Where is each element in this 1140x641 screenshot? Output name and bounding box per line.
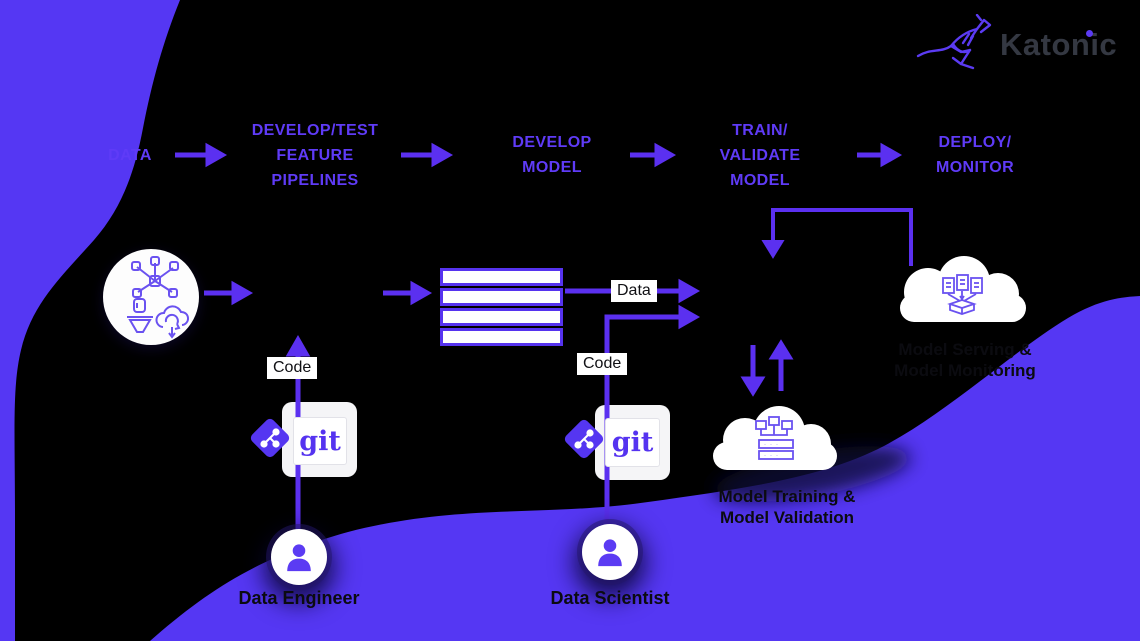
data-engineer-label: Data Engineer	[238, 588, 360, 608]
git-logo-scientist: git	[605, 418, 660, 467]
feature-store-bar	[440, 288, 563, 306]
arrow-source-out	[204, 280, 254, 306]
kangaroo-icon	[915, 13, 1003, 77]
arrow-develop-to-train	[630, 142, 677, 168]
git-diamond-icon	[248, 416, 292, 460]
serving-cloud	[892, 256, 1032, 333]
arrow-train-down	[740, 345, 766, 397]
feedback-loop	[761, 208, 913, 266]
arrow-train-to-deploy	[857, 142, 903, 168]
feature-store-bar	[440, 328, 563, 346]
code-flow-label-scientist: Code	[577, 353, 628, 375]
data-source-circle	[103, 249, 199, 345]
data-scientist-avatar	[582, 524, 638, 580]
training-cloud	[707, 404, 842, 479]
stage-develop-test-feature-pipelines: DEVELOP/TEST FEATURE PIPELINES	[251, 122, 379, 189]
git-logo-engineer: git	[293, 417, 347, 465]
data-pipeline-icon	[127, 256, 189, 339]
person-icon	[287, 544, 311, 572]
arrow-into-store	[383, 280, 433, 306]
data-flow-label: Data	[611, 280, 657, 302]
feature-store-bar	[440, 308, 563, 326]
git-diamond-icon	[562, 417, 606, 461]
cloud-shape	[713, 406, 837, 470]
arrow-train-up	[768, 339, 794, 391]
training-caption: Model Training & Model Validation	[718, 487, 856, 527]
data-scientist-label: Data Scientist	[550, 588, 670, 608]
serving-caption: Model Serving & Model Monitoring	[894, 340, 1036, 380]
data-engineer-avatar	[271, 529, 327, 585]
stage-develop-model: DEVELOP MODEL	[512, 134, 592, 176]
brand-wordmark: Katonic	[1000, 27, 1118, 62]
person-icon	[598, 539, 622, 567]
brand-i-dot	[1086, 30, 1093, 37]
stage-deploy-monitor: DEPLOY/ MONITOR	[935, 134, 1015, 176]
arrow-pipelines-to-develop	[401, 142, 454, 168]
cloud-shape	[900, 256, 1026, 322]
feature-store-bar	[440, 268, 563, 286]
code-flow-label-engineer: Code	[267, 357, 318, 379]
stage-data: DATA	[108, 147, 152, 164]
stage-train-validate-model: TRAIN/ VALIDATE MODEL	[719, 122, 801, 189]
